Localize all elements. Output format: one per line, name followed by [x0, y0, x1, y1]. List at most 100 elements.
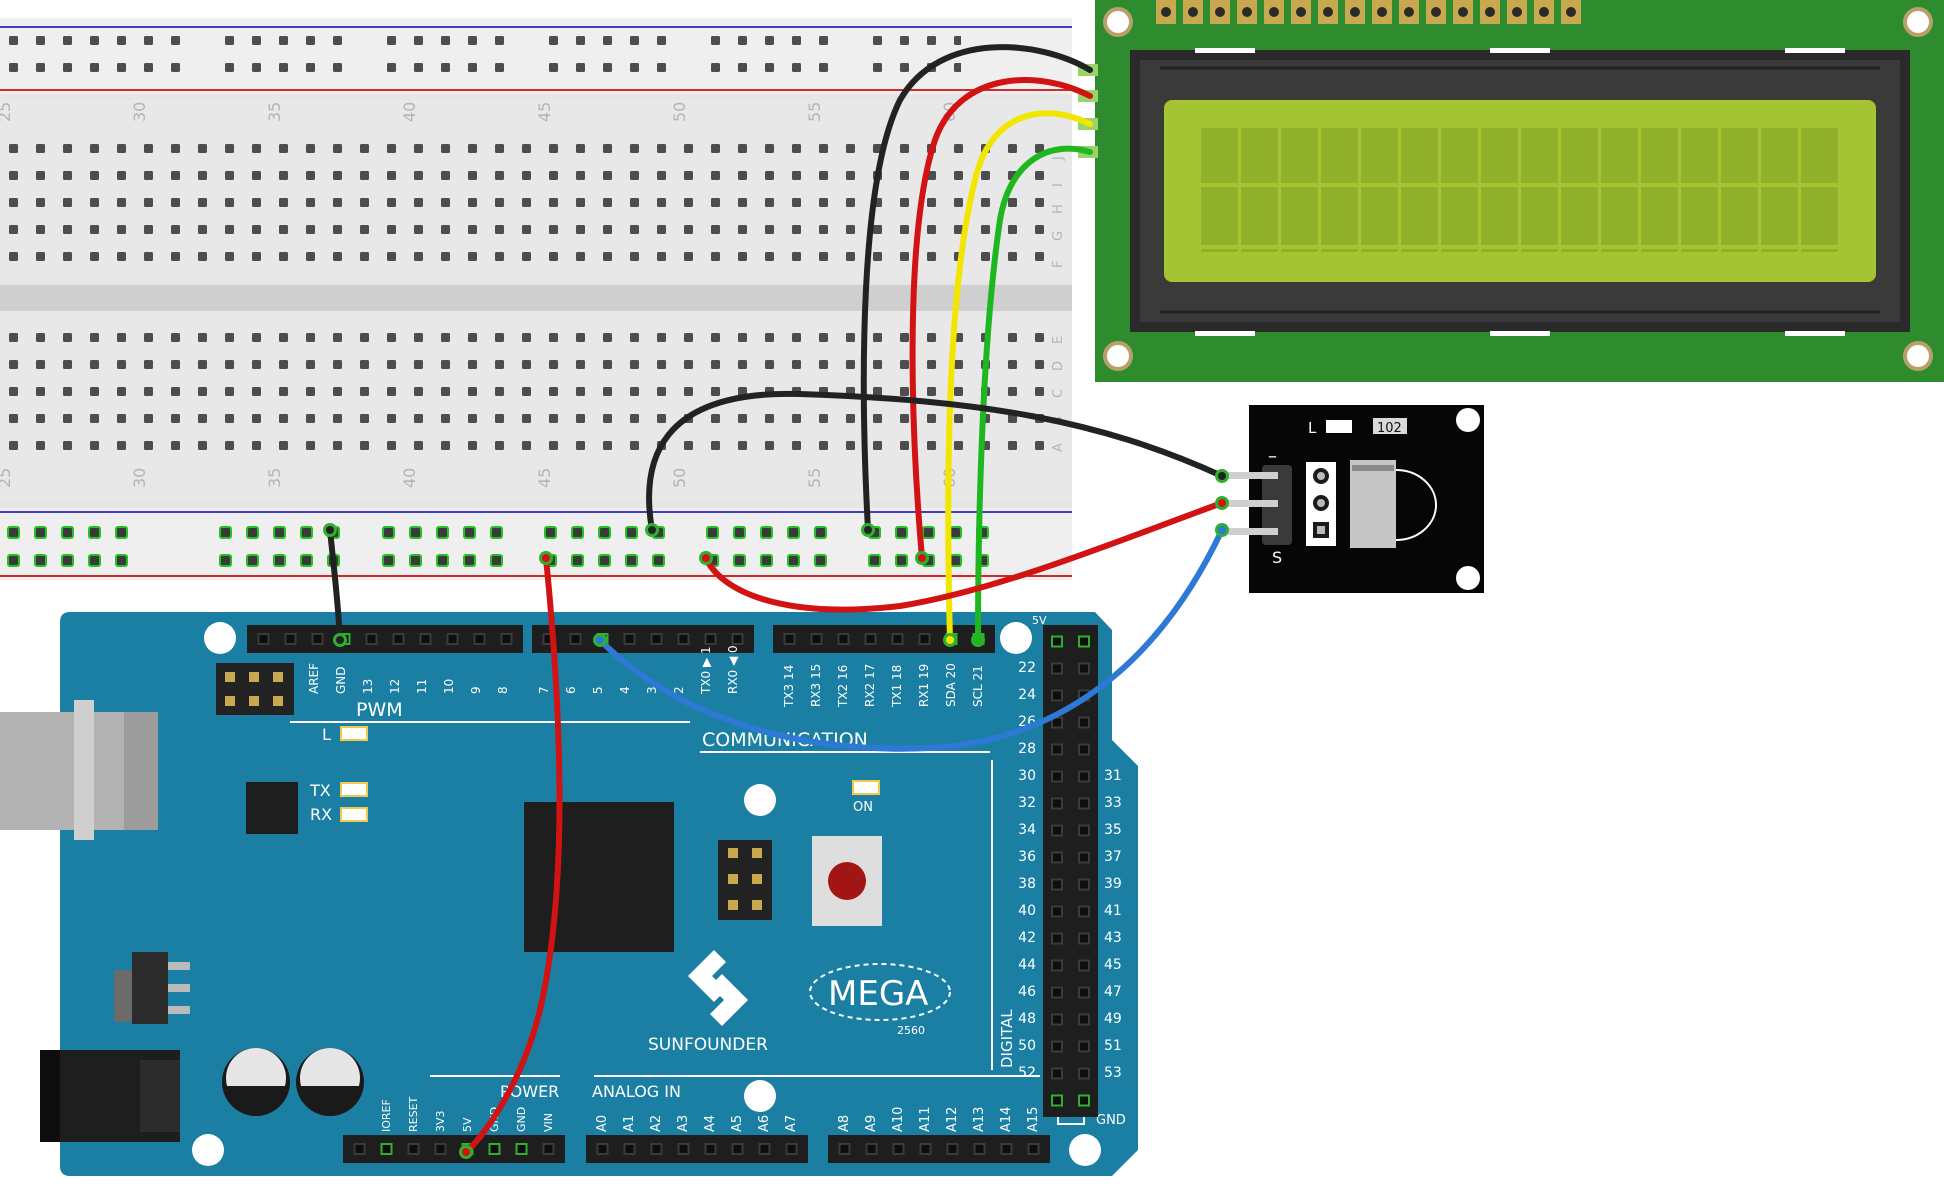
pin-label: GND: [515, 1107, 528, 1132]
led-rx: [340, 807, 368, 822]
wire-lcd-vcc: [909, 77, 1093, 561]
breadboard-column-number: 55: [805, 102, 824, 122]
pin-label: 52: [1018, 1065, 1036, 1081]
pin-label: 5: [591, 686, 605, 694]
breadboard-row-letter: D: [1051, 361, 1066, 371]
breadboard-column-number: 25: [0, 468, 14, 488]
pin-label: 53: [1104, 1065, 1122, 1081]
usb-chip: [246, 782, 298, 834]
pin-label: A4: [703, 1115, 718, 1132]
capacitor: [296, 1048, 364, 1116]
pin-label: 24: [1018, 687, 1036, 703]
pin-label: 41: [1104, 903, 1122, 919]
icsp-header-left: [216, 663, 294, 715]
pin-label: 51: [1104, 1038, 1122, 1054]
pin-label: TX0 ▶ 1: [699, 646, 713, 695]
pin-label: A14: [999, 1107, 1014, 1132]
pin-label: A2: [649, 1115, 664, 1132]
breadboard-column-number: 30: [130, 468, 149, 488]
pin-label: 44: [1018, 957, 1036, 973]
breadboard-column-number: 40: [400, 102, 419, 122]
breadboard-column-number: 35: [265, 468, 284, 488]
pin-label: 39: [1104, 876, 1122, 892]
pin-label: SCL 21: [971, 665, 985, 707]
breadboard-column-number: 40: [400, 468, 419, 488]
pin-label: TX2 16: [836, 665, 850, 708]
pin-label: 3V3: [434, 1110, 447, 1132]
reset-button[interactable]: [828, 862, 866, 900]
pin-label: 42: [1018, 930, 1036, 946]
led-rx-label: RX: [310, 805, 332, 824]
breadboard-column-number: 50: [670, 468, 689, 488]
led-tx: [340, 782, 368, 797]
model-number-label: 2560: [897, 1024, 925, 1037]
breadboard-row-letter: E: [1051, 336, 1066, 344]
wire-ir-gnd: [646, 390, 1225, 533]
lcd-header-pins: [1156, 0, 1581, 24]
led-on-label: ON: [853, 800, 873, 815]
led-on: [852, 780, 880, 795]
pin-label: A10: [891, 1107, 906, 1132]
main-chip: [524, 802, 674, 952]
breadboard-row-letter: I: [1051, 183, 1066, 187]
gnd-bottom-label: GND: [1096, 1113, 1126, 1128]
pin-label: 10: [442, 679, 456, 694]
lcd-module: [1078, 0, 1944, 382]
pin-label: A15: [1026, 1107, 1041, 1132]
wire-ir-vcc: [703, 500, 1225, 613]
wire-board-5v: [463, 555, 563, 1155]
pin-label: SDA 20: [944, 663, 958, 707]
ir-led: [1326, 420, 1352, 433]
pin-label: 46: [1018, 984, 1036, 1000]
pin-label: 6: [564, 686, 578, 694]
pin-label: AREF: [307, 663, 321, 694]
pin-label: TX3 14: [782, 665, 796, 708]
breadboard-row-letter: J: [1051, 156, 1066, 161]
pin-label: 9: [469, 686, 483, 694]
mega-badge: [809, 963, 951, 1021]
led-l: [340, 726, 368, 741]
pin-label: A3: [676, 1115, 691, 1132]
pin-label: 33: [1104, 795, 1122, 811]
pin-label: 12: [388, 679, 402, 694]
breadboard-column-number: 35: [265, 102, 284, 122]
breadboard-channel: [0, 285, 1072, 311]
brand-label: SUNFOUNDER: [648, 1035, 768, 1055]
pin-label: 47: [1104, 984, 1122, 1000]
breadboard-column-number: 55: [805, 468, 824, 488]
capacitor: [222, 1048, 290, 1116]
pin-label: 7: [537, 686, 551, 694]
pin-label: A5: [730, 1115, 745, 1132]
pin-label: 34: [1018, 822, 1036, 838]
breadboard-row-letter: H: [1051, 204, 1066, 214]
pin-label: 45: [1104, 957, 1122, 973]
arduino-mega-board: L TX RX ON PWM COMMUNICATION POWER ANALO…: [0, 612, 1138, 1176]
lcd-character-grid: [1198, 128, 1838, 252]
pin-label: TX1 18: [890, 665, 904, 708]
pin-label: GND: [334, 666, 348, 694]
pin-label: IOREF: [380, 1099, 393, 1132]
pin-label: A9: [864, 1115, 879, 1132]
wire-lcd-scl: [975, 145, 1093, 643]
breadboard-column-number: 50: [670, 102, 689, 122]
pin-label: 48: [1018, 1011, 1036, 1027]
led-tx-label: TX: [309, 781, 331, 800]
bottom-power-rail: [0, 508, 1072, 580]
pin-label: RX1 19: [917, 664, 931, 707]
wire-board-gnd: [327, 527, 343, 643]
pin-label: A12: [945, 1107, 960, 1132]
five-v-label: 5V: [1032, 614, 1047, 627]
pin-label: A13: [972, 1107, 987, 1132]
ir-minus-label: –: [1268, 446, 1277, 467]
pin-label: RX0 ◀ 0: [726, 645, 740, 694]
ir-resistor-label: 102: [1377, 421, 1402, 436]
ir-signal-label: S: [1272, 548, 1282, 567]
pin-label: 4: [618, 686, 632, 694]
pin-label: 38: [1018, 876, 1036, 892]
ir-resistor: [1373, 418, 1407, 434]
led-l-label: L: [322, 725, 331, 744]
